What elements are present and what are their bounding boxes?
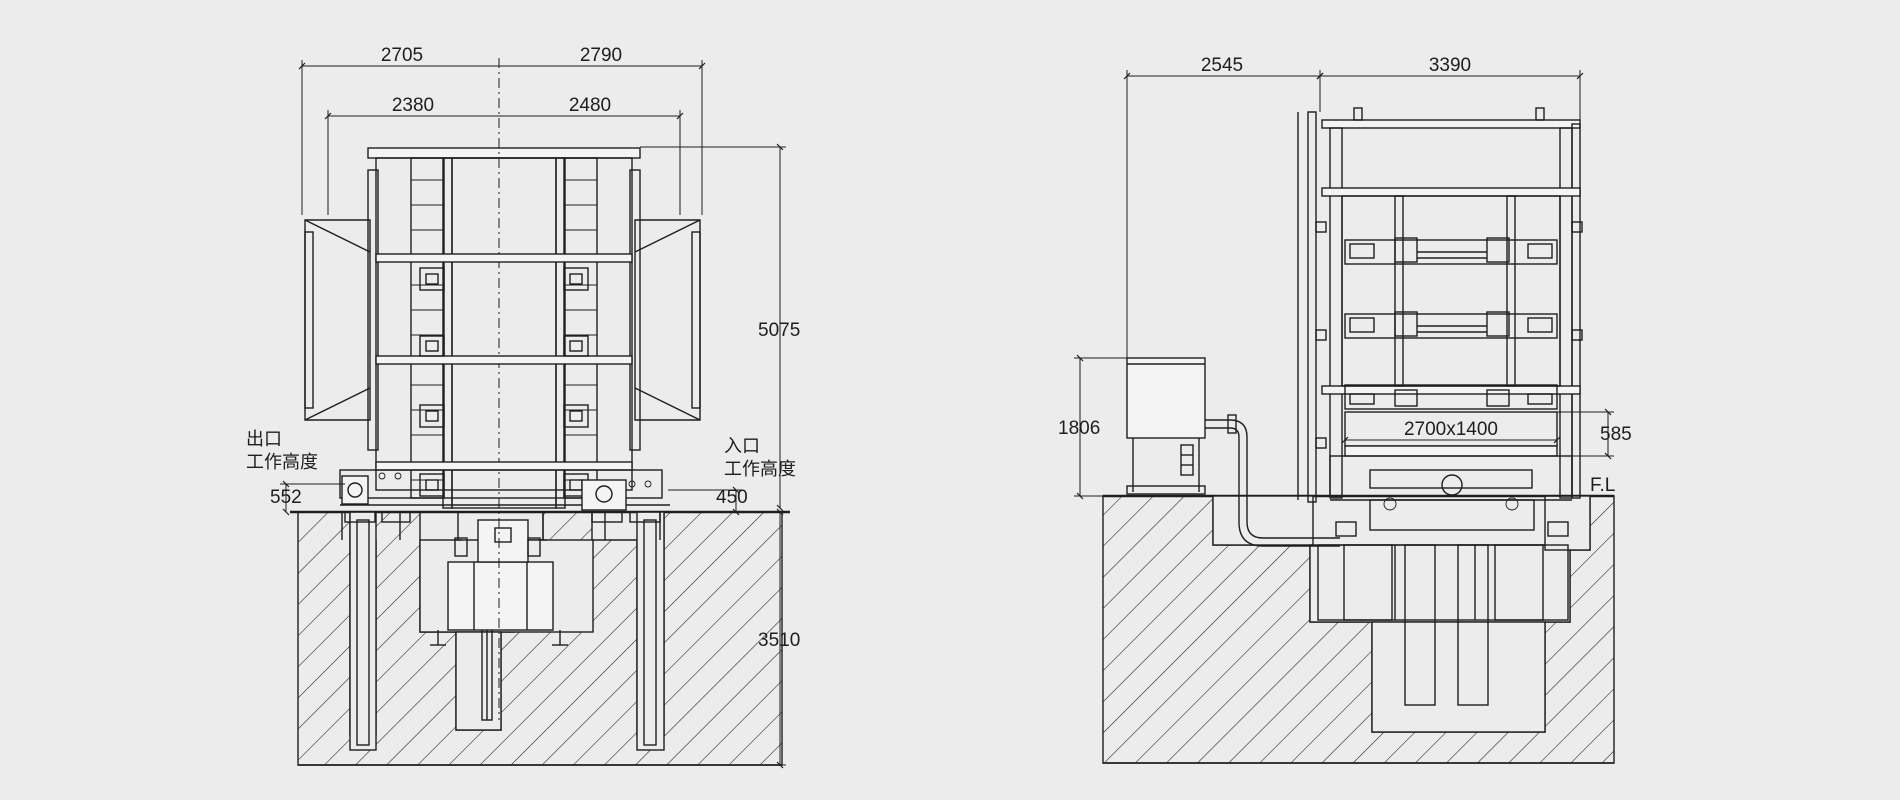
inlet-work-height-label: 工作高度 (724, 459, 796, 480)
inlet-label: 入口 (724, 436, 760, 457)
side-frame (1297, 107, 1583, 537)
ladder-rungs (411, 179, 597, 481)
side-view: 2545 3390 1806 2700x1400 585 F.L (1058, 55, 1632, 764)
side-labels: 2545 3390 1806 2700x1400 585 F.L (1058, 55, 1632, 496)
floor-level-label: F.L (1590, 475, 1615, 496)
front-side-wings (304, 219, 701, 421)
dim-2545: 2545 (1201, 55, 1243, 76)
dim-2705: 2705 (381, 45, 423, 66)
side-foundation (1102, 494, 1615, 764)
control-cabinet (1126, 357, 1340, 547)
dim-2380: 2380 (392, 95, 434, 116)
dim-552: 552 (270, 487, 302, 508)
dim-2700x1400: 2700x1400 (1404, 419, 1498, 440)
front-labels: 2705 2790 2380 2480 5075 3510 552 450 出口… (246, 45, 800, 651)
dim-450: 450 (716, 487, 748, 508)
front-clamps (419, 267, 589, 497)
dim-3510: 3510 (758, 630, 800, 651)
outlet-label: 出口 (246, 429, 282, 450)
side-dimensions (1074, 70, 1614, 500)
side-clamps (1394, 237, 1510, 407)
dim-585: 585 (1600, 424, 1632, 445)
dim-1806: 1806 (1058, 418, 1100, 439)
front-foundation (290, 510, 790, 766)
dim-2790: 2790 (580, 45, 622, 66)
front-dimensions (280, 60, 786, 769)
dim-3390: 3390 (1429, 55, 1471, 76)
outlet-work-height-label: 工作高度 (246, 452, 318, 473)
dim-2480: 2480 (569, 95, 611, 116)
dim-5075: 5075 (758, 320, 800, 341)
front-view: 2705 2790 2380 2480 5075 3510 552 450 出口… (246, 45, 800, 769)
